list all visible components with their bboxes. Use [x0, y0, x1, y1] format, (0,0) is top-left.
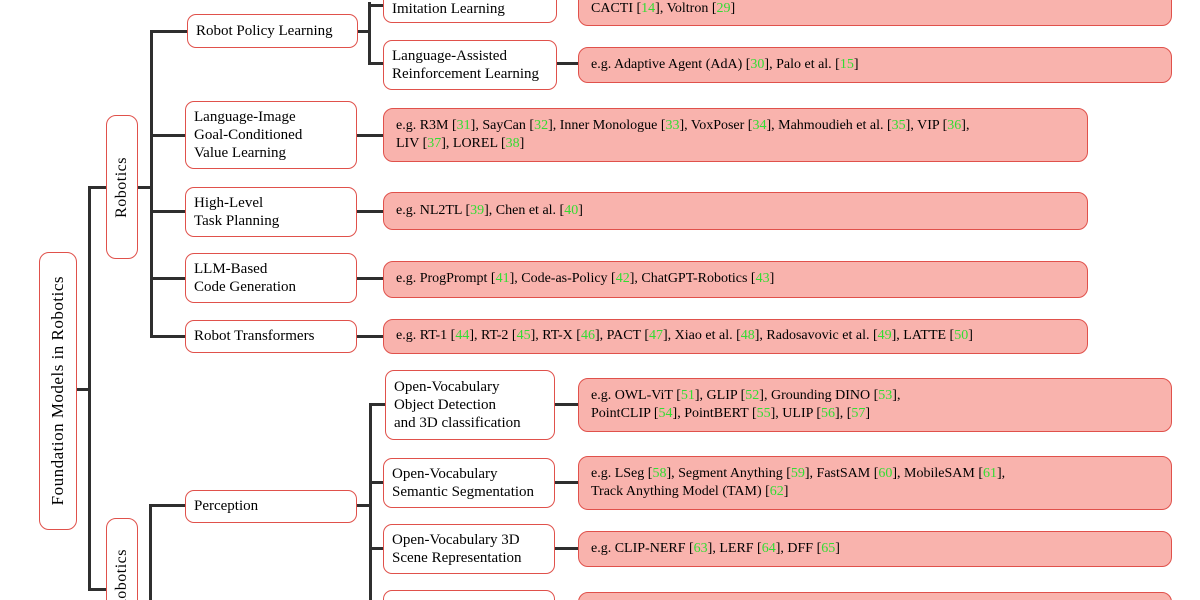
connector-line [357, 335, 383, 338]
connector-line [357, 210, 383, 213]
leaf-partial-bottom [578, 592, 1172, 600]
node-robot-transformers: Robot Transformers [185, 320, 357, 353]
leaf-text: e.g. NL2TL [39], Chen et al. [40] [396, 202, 583, 218]
leaf-text: e.g. Adaptive Agent (AdA) [30], Palo et … [591, 56, 859, 72]
connector-line [149, 504, 152, 600]
section-node-label: to Robotics [113, 548, 130, 600]
leaf-text: e.g. LSeg [58], Segment Anything [59], F… [591, 465, 1006, 499]
section-node-to-robotics: to Robotics [106, 518, 138, 600]
node-high-level-task-planning: High-Level Task Planning [185, 187, 357, 237]
section-node-label: Robotics [113, 156, 130, 218]
leaf-text: CACTI [14], Voltron [29] [591, 0, 736, 16]
connector-line [357, 134, 383, 137]
leaf-text: e.g. CLIP-NERF [63], LERF [64], DFF [65] [591, 540, 840, 556]
leaf-text: e.g. OWL-ViT [51], GLIP [52], Grounding … [591, 387, 901, 421]
node-imitation-learning: Imitation Learning [383, 0, 557, 23]
leaf-language-assisted-rl-examples: e.g. Adaptive Agent (AdA) [30], Palo et … [578, 47, 1172, 83]
connector-line [88, 588, 107, 591]
leaf-high-level-task-planning-examples: e.g. NL2TL [39], Chen et al. [40] [383, 192, 1088, 230]
connector-line [369, 481, 383, 484]
node-language-assisted-rl: Language-Assisted Reinforcement Learning [383, 40, 557, 90]
connector-line [150, 30, 187, 33]
connector-line [138, 186, 152, 189]
connector-line [357, 277, 383, 280]
connector-line [369, 403, 385, 406]
connector-line [150, 277, 185, 280]
node-llm-code-generation: LLM-Based Code Generation [185, 253, 357, 303]
connector-line [150, 134, 185, 137]
connector-line [368, 2, 371, 64]
connector-line [369, 403, 372, 600]
connector-line [368, 4, 383, 7]
node-open-vocab-semantic-segmentation: Open-Vocabulary Semantic Segmentation [383, 458, 555, 508]
leaf-language-image-value-examples: e.g. R3M [31], SayCan [32], Inner Monolo… [383, 108, 1088, 162]
connector-line [149, 504, 185, 507]
leaf-text: e.g. ProgPrompt [41], Code-as-Policy [42… [396, 271, 775, 287]
connector-line [555, 403, 578, 406]
node-open-vocab-object-detection: Open-Vocabulary Object Detection and 3D … [385, 370, 555, 440]
node-perception: Perception [185, 490, 357, 523]
node-robot-policy-learning: Robot Policy Learning [187, 14, 358, 48]
connector-line [150, 30, 153, 338]
root-node-foundation-models: Foundation Models in Robotics [39, 252, 77, 530]
connector-line [555, 481, 578, 484]
connector-line [369, 547, 383, 550]
root-node-label: Foundation Models in Robotics [48, 276, 67, 506]
section-node-robotics: Robotics [106, 115, 138, 259]
connector-line [555, 547, 578, 550]
connector-line [150, 210, 185, 213]
leaf-llm-code-generation-examples: e.g. ProgPrompt [41], Code-as-Policy [42… [383, 261, 1088, 298]
connector-line [368, 62, 383, 65]
connector-line [88, 186, 91, 590]
leaf-open-vocab-semantic-segmentation-examples: e.g. LSeg [58], Segment Anything [59], F… [578, 456, 1172, 510]
node-language-image-value-learning: Language-Image Goal-Conditioned Value Le… [185, 101, 357, 169]
connector-line [557, 62, 578, 65]
leaf-open-vocab-3d-scene-examples: e.g. CLIP-NERF [63], LERF [64], DFF [65] [578, 531, 1172, 567]
connector-line [77, 388, 89, 391]
connector-line [88, 186, 107, 189]
connector-line [357, 504, 371, 507]
leaf-open-vocab-object-detection-examples: e.g. OWL-ViT [51], GLIP [52], Grounding … [578, 378, 1172, 432]
leaf-text: e.g. RT-1 [44], RT-2 [45], RT-X [46], PA… [396, 328, 973, 344]
connector-line [150, 335, 185, 338]
connector-line [358, 30, 370, 33]
node-partial-bottom [383, 590, 555, 600]
leaf-text: e.g. R3M [31], SayCan [32], Inner Monolo… [396, 117, 970, 151]
leaf-robot-transformers-examples: e.g. RT-1 [44], RT-2 [45], RT-X [46], PA… [383, 319, 1088, 354]
node-open-vocab-3d-scene: Open-Vocabulary 3D Scene Representation [383, 524, 555, 574]
leaf-imitation-learning-examples: CACTI [14], Voltron [29] [578, 0, 1172, 26]
